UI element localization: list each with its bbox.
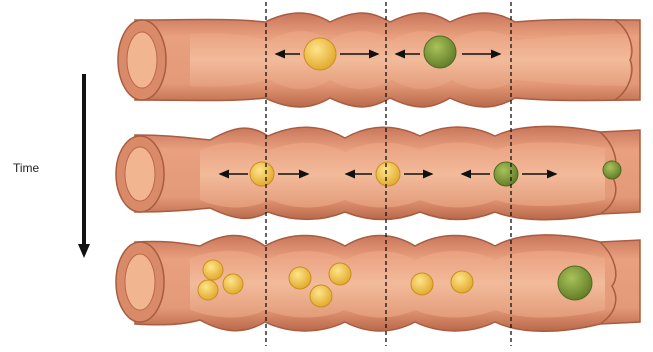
intestine-row-3 [116, 235, 640, 331]
time-arrow [78, 74, 90, 258]
yellow-bolus [289, 267, 311, 289]
green-bolus [603, 161, 621, 179]
yellow-bolus [451, 271, 473, 293]
yellow-bolus [310, 285, 332, 307]
yellow-bolus [376, 162, 400, 186]
green-bolus [424, 36, 456, 68]
green-bolus [494, 162, 518, 186]
yellow-bolus [203, 260, 223, 280]
yellow-bolus [223, 274, 243, 294]
green-bolus [558, 266, 592, 300]
intestine-row-2 [116, 126, 640, 219]
yellow-bolus [329, 263, 351, 285]
intestine-row-1 [118, 13, 640, 107]
time-label: Time [13, 161, 39, 175]
yellow-bolus [198, 280, 218, 300]
yellow-bolus [411, 273, 433, 295]
yellow-bolus [304, 38, 336, 70]
yellow-bolus [250, 162, 274, 186]
